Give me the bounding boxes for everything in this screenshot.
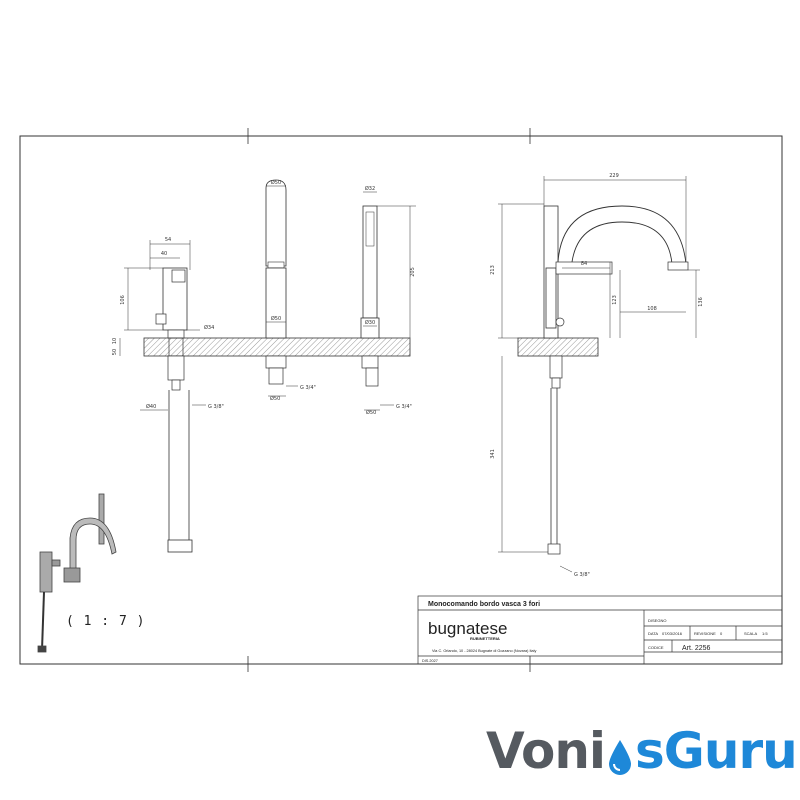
dim-pipe-dia: Ø50: [271, 179, 281, 186]
brand-subtitle: RUBINETTERIA: [470, 636, 500, 641]
isometric-preview: [37, 493, 117, 653]
dim-spout-width: 54: [165, 237, 171, 243]
hand-shower: [362, 205, 378, 319]
spout: [265, 179, 287, 267]
water-drop-icon: [605, 730, 635, 780]
code-label: CODICE: [648, 645, 664, 650]
revision-value: 0: [720, 631, 723, 636]
dim-lower-length: 341: [490, 449, 496, 459]
dim-mixer-height: 106: [120, 295, 126, 305]
dim-handle-height: 205: [410, 267, 416, 277]
title-description: Monocomando bordo vasca 3 fori: [428, 601, 540, 608]
dim-pipe-dia-bottom-2: Ø50: [366, 409, 376, 416]
title-block: [417, 595, 783, 665]
scale-note: ( 1 : 7 ): [66, 614, 146, 629]
scale-label: SCALA: [744, 631, 757, 636]
deck-plate: [143, 337, 411, 357]
drawing-frame: [19, 135, 783, 665]
dim-body-dia: Ø34: [204, 324, 214, 331]
side-view: 229 213 84 123 108 136 341 G 3/8": [490, 173, 704, 578]
dim-deck-1: 10: [112, 338, 118, 344]
brand-address: Via C. Orlando, 10 - 28024 Bugnate di Go…: [432, 649, 537, 653]
dim-side-2: 123: [612, 295, 618, 305]
watermark-part1: Voni: [486, 722, 606, 780]
watermark-part2: sGuru: [635, 722, 798, 780]
dim-spout-dia3: Ø30: [365, 319, 375, 326]
front-view: 54 40 106 10 50 Ø34 Ø50 Ø50 Ø32 Ø30 205 …: [112, 179, 416, 553]
dim-total-width: 229: [609, 173, 619, 179]
brand-logo: bugnatese: [428, 619, 507, 638]
sheet-number: DIS.2027: [422, 659, 438, 663]
dim-side-3: 108: [647, 306, 657, 312]
dim-side-1: 84: [581, 261, 587, 267]
dim-spout-inner: 40: [161, 251, 167, 257]
scale-value: 1:5: [762, 631, 768, 636]
dim-deck-2: 50: [112, 349, 118, 355]
date-label: DATA: [648, 631, 658, 636]
dim-pipe-dia-bottom: Ø50: [270, 395, 280, 402]
field-label: DISEGNO: [648, 618, 666, 623]
dim-conn-side: G 3/8": [574, 572, 590, 578]
dim-conn-2: G 3/4": [300, 385, 316, 391]
dim-side-4: 136: [698, 297, 704, 307]
revision-label: REVISIONE: [694, 631, 716, 636]
dim-hose-dia: Ø40: [146, 403, 156, 410]
watermark-logo: Voni sGuru: [486, 722, 798, 780]
dim-total-height: 213: [490, 265, 496, 275]
article-number: Art. 2256: [682, 645, 711, 652]
dim-handle-dia: Ø32: [365, 185, 375, 192]
dim-conn-1: G 3/8": [208, 404, 224, 410]
dim-spout-dia2: Ø50: [271, 315, 281, 322]
dim-conn-3: G 3/4": [396, 404, 412, 410]
date-value: 07/03/2016: [662, 631, 683, 636]
